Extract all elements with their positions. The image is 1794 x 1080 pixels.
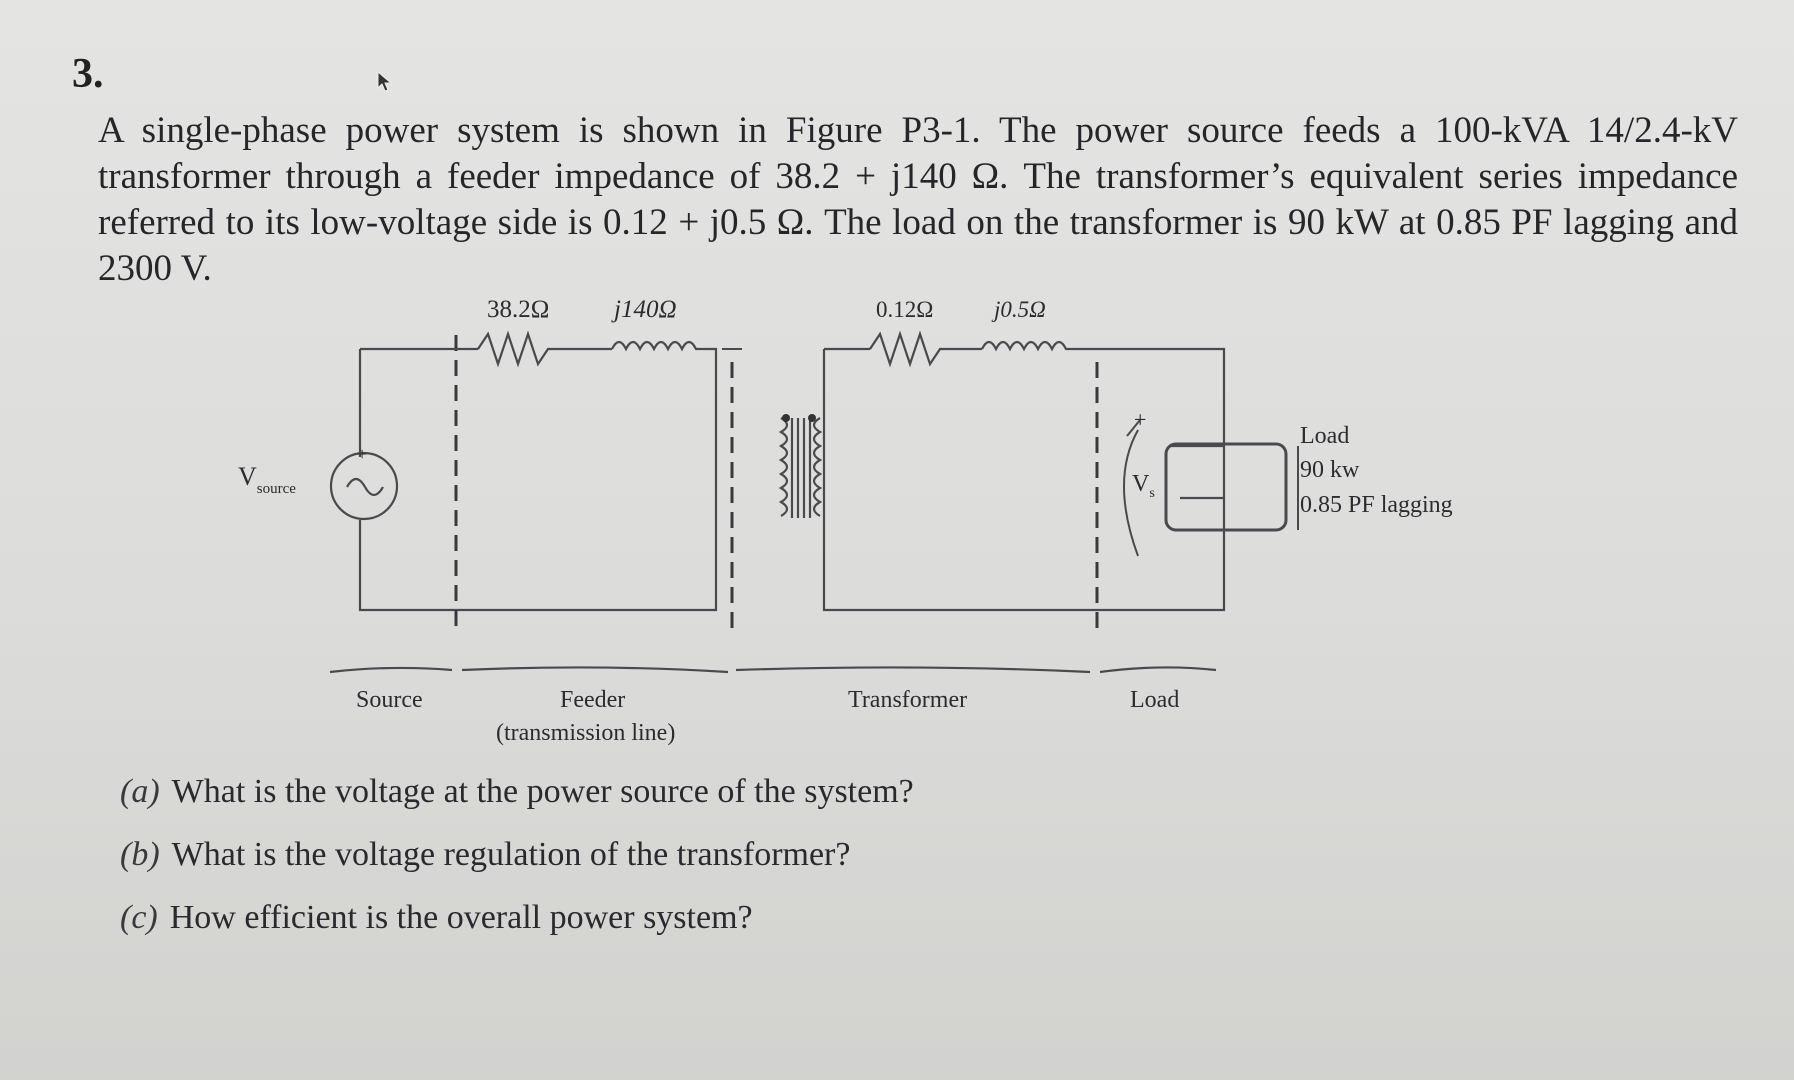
polarity-dot-secondary [808, 414, 816, 422]
xfmr-reactance-label: j0.5Ω [991, 297, 1046, 322]
vs-plus-sign: + [1134, 407, 1146, 432]
section-label-feeder: Feeder [560, 687, 625, 713]
question-list: (a) What is the voltage at the power sour… [120, 772, 914, 961]
question-label: (b) [120, 836, 160, 873]
xfmr-resistance-label: 0.12Ω [876, 297, 933, 322]
underline-transformer [735, 666, 1091, 674]
problem-text: A single-phase power system is shown in … [98, 110, 1738, 289]
underline-load [1099, 666, 1217, 674]
feeder-reactance-label: j140Ω [611, 296, 677, 323]
question-c: (c) How efficient is the overall power sy… [120, 898, 914, 961]
question-a: (a) What is the voltage at the power sour… [120, 772, 914, 835]
section-label-load: Load [1130, 687, 1179, 713]
section-label-source: Source [356, 687, 423, 713]
section-label-feeder-sub: (transmission line) [496, 720, 675, 746]
transformer-primary-coil [778, 417, 789, 517]
vs-voltage-label: Vs [1132, 471, 1155, 501]
source-loop-wire [358, 347, 718, 612]
source-plus-sign: + [357, 444, 367, 464]
question-text: How efficient is the overall power syste… [169, 899, 753, 936]
secondary-loop-wire [822, 347, 1226, 612]
feeder-inductor [611, 340, 706, 352]
question-text: What is the voltage at the power source … [171, 773, 914, 810]
ac-source-symbol [329, 451, 399, 521]
feeder-resistor [477, 330, 612, 368]
xfmr-inductor [981, 340, 1070, 352]
load-desc-line3: 0.85 PF lagging [1300, 492, 1453, 518]
mouse-cursor-icon [377, 70, 393, 92]
load-box [1164, 442, 1288, 532]
question-b: (b) What is the voltage regulation of the… [120, 835, 914, 898]
question-text: What is the voltage regulation of the tr… [171, 836, 851, 873]
vs-arc [1123, 429, 1139, 557]
question-label: (a) [120, 773, 160, 810]
load-desc-line1: Load [1300, 423, 1349, 449]
question-number: 3. [72, 51, 104, 97]
question-label: (c) [120, 899, 158, 936]
transformer-secondary-coil [812, 417, 823, 517]
underline-source [329, 666, 453, 674]
section-label-transformer: Transformer [848, 687, 967, 713]
transformer-core [790, 418, 812, 518]
polarity-dot-primary [782, 414, 790, 422]
underline-feeder [461, 666, 729, 674]
feeder-resistance-label: 38.2Ω [487, 296, 549, 323]
load-desc-line2: 90 kw [1300, 457, 1360, 483]
xfmr-resistor [869, 330, 982, 368]
problem-statement: A single-phase power system is shown in … [98, 108, 1738, 292]
source-voltage-label: Vsource [238, 462, 296, 497]
